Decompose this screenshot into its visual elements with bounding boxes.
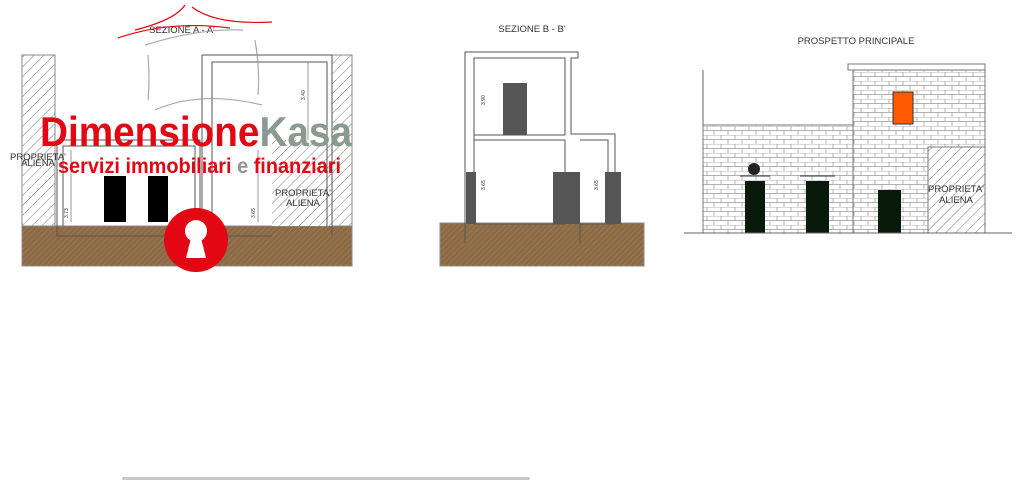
ground-fill: [439, 222, 645, 267]
neighbour-label: PROPRIETA': [10, 152, 66, 163]
neighbour-label: ALIENA: [286, 198, 320, 209]
dimension-label: 3.65: [481, 180, 487, 190]
neighbour-wall-left: [21, 54, 56, 227]
door: [878, 190, 901, 233]
elevation-title: PROSPETTO PRINCIPALE: [798, 36, 915, 47]
neighbour-property: [272, 140, 332, 226]
door: [745, 181, 765, 233]
dimension-label: 3.73: [64, 208, 70, 218]
building-outline: [464, 51, 616, 243]
section-b-title: SEZIONE B - B': [498, 24, 565, 35]
watermark-logo: DimensioneKasa servizi immobiliari e fin…: [40, 4, 353, 272]
dimension-label: 3.65: [594, 180, 600, 190]
tagline-part: servizi immobiliari: [58, 155, 232, 178]
door: [148, 176, 168, 222]
lamp: [748, 163, 760, 175]
brand-name-grey: Kasa: [259, 108, 352, 155]
neighbour-label: ALIENA: [939, 195, 973, 206]
svg-text:servizi immobiliari e finanzia: servizi immobiliari e finanziari: [58, 155, 341, 178]
horizontal-scrollbar[interactable]: [122, 477, 530, 480]
window: [892, 91, 914, 125]
neighbour-property: [927, 146, 986, 234]
tagline-part: finanziari: [254, 155, 341, 178]
neighbour-label: ALIENA: [21, 158, 55, 169]
door: [553, 172, 580, 224]
dimension-label: 3.65: [251, 208, 257, 218]
neighbour-label: PROPRIETA': [275, 188, 331, 199]
dimension-label: 3.40: [301, 90, 307, 100]
main-elevation: PROSPETTO PRINCIPALE PROPRIETA' ALIENA: [684, 36, 1012, 234]
door: [605, 172, 621, 224]
section-a-title: SEZIONE A - A': [149, 25, 215, 36]
dimension-label: 3.90: [481, 95, 487, 105]
door: [806, 181, 829, 233]
door: [104, 176, 126, 222]
door: [466, 172, 476, 224]
tagline-part: e: [237, 155, 248, 178]
door: [503, 83, 527, 135]
brand-name-red: Dimensione: [40, 108, 259, 155]
section-b-b: SEZIONE B - B' 3.90 3.65 3.65: [439, 24, 645, 267]
svg-text:DimensioneKasa: DimensioneKasa: [40, 108, 353, 155]
neighbour-label: PROPRIETA': [928, 184, 984, 195]
